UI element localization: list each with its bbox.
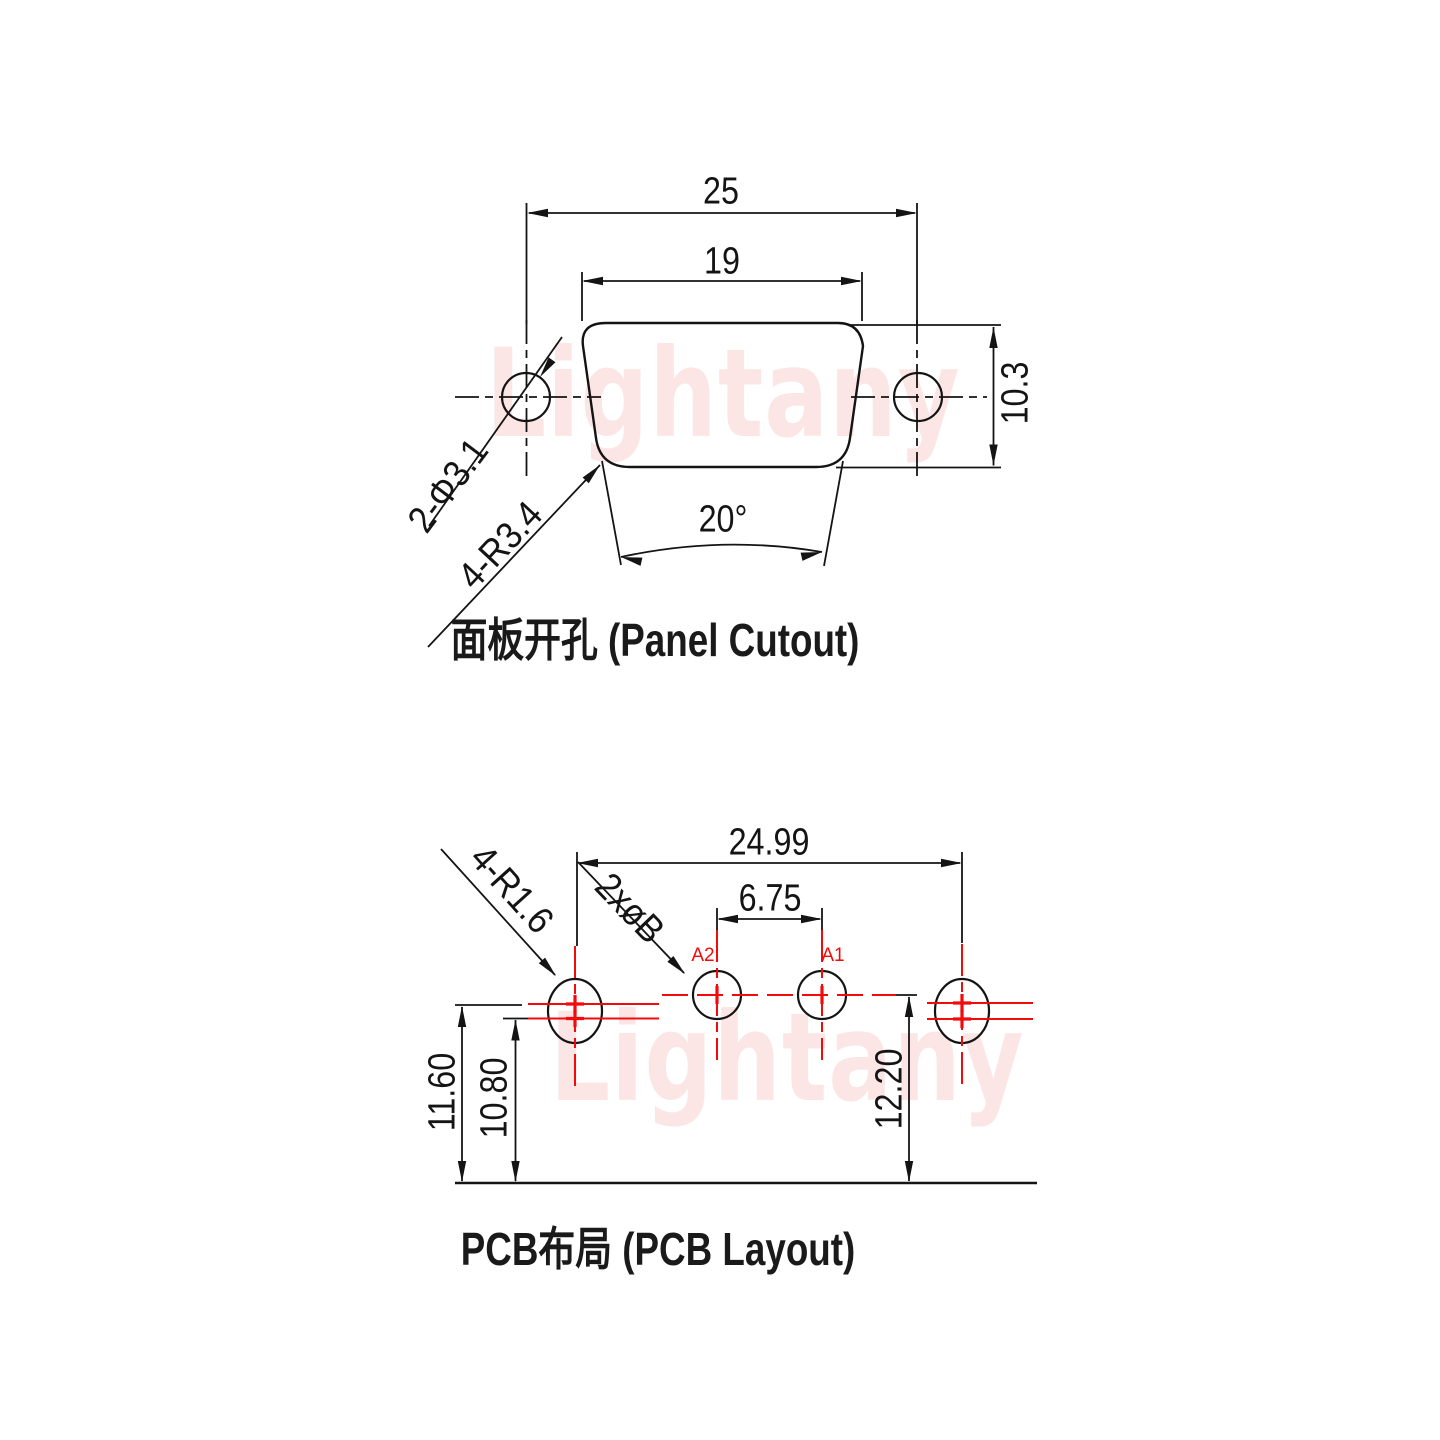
leader-mount-hole <box>428 336 563 527</box>
dim-24-99: 24.99 <box>728 821 810 864</box>
dim-19: 19 <box>704 240 740 283</box>
pcb-view-title: PCB布局 (PCB Layout) <box>460 1223 856 1275</box>
dim-11-60: 11.60 <box>421 1052 464 1132</box>
dim-angle-20: 20° <box>698 498 748 541</box>
pad-label-a2: A2 <box>691 945 715 966</box>
dim-25: 25 <box>703 170 739 213</box>
angle-arc <box>620 543 823 558</box>
pad-center-marks <box>566 986 971 1028</box>
pad-label-a1: A1 <box>821 945 845 966</box>
dim-12-20: 12.20 <box>868 1048 911 1130</box>
pcb-red-centerlines <box>528 930 1033 1086</box>
leader-pcb-corner-radius <box>440 848 556 976</box>
watermark-pcb: Lightany <box>549 987 1025 1129</box>
panel-cutout-outline <box>581 321 865 469</box>
panel-arrowheads <box>527 208 998 566</box>
watermark-panel: Lightany <box>485 323 961 465</box>
panel-cutout-view <box>427 203 1001 648</box>
panel-view-title: 面板开孔 (Panel Cutout) <box>450 614 860 666</box>
dim-10-80: 10.80 <box>473 1057 516 1139</box>
dim-10-3: 10.3 <box>994 361 1037 425</box>
dim-6-75: 6.75 <box>738 877 802 920</box>
leader-pad-diameter <box>577 861 685 974</box>
leader-corner-radius <box>427 464 601 648</box>
pcb-layout-view <box>440 848 1037 1185</box>
